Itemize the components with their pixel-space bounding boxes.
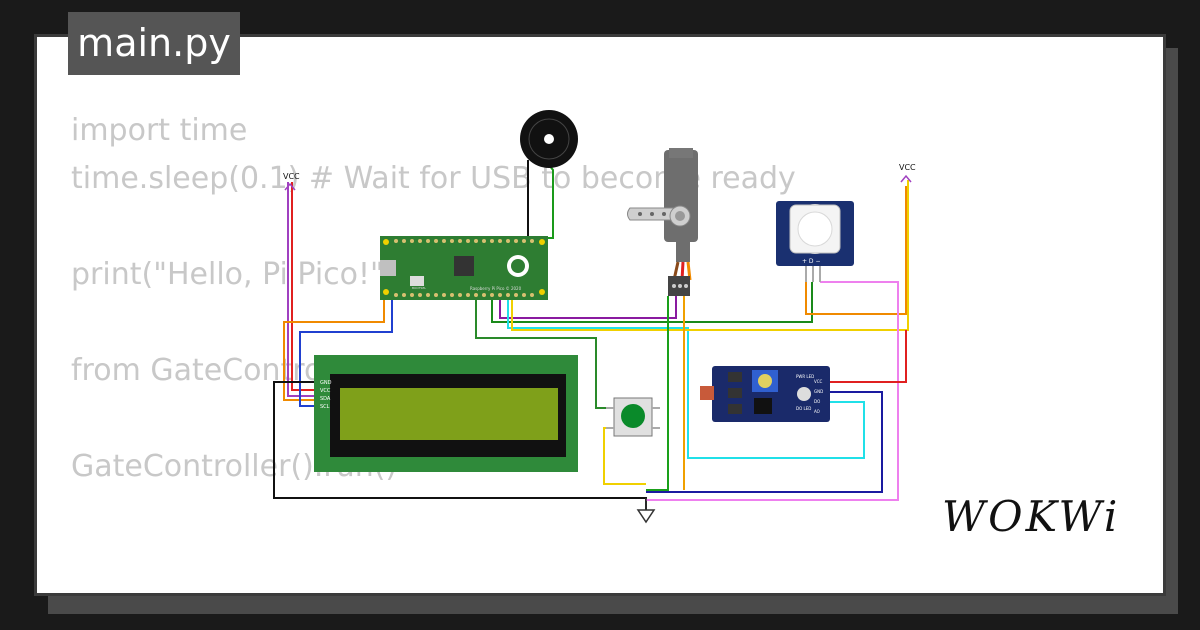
pico-pins-top — [394, 239, 534, 243]
vcc-right-label: VCC — [899, 163, 916, 172]
ground-symbol — [636, 498, 656, 524]
code-line: print("Hello, Pi Pico!") — [71, 257, 396, 292]
wire-buzzer-green — [538, 159, 554, 239]
wire-navy-ldr — [646, 391, 883, 493]
raspberry-pi-pico[interactable]: Raspberry Pi Pico © 2020 BOOTSEL — [380, 236, 548, 300]
push-button[interactable] — [606, 397, 660, 437]
lcd-pin-gnd: GND — [320, 380, 332, 386]
lcd-pin-scl: SCL — [320, 404, 330, 410]
wire-yellow — [511, 180, 909, 331]
buzzer[interactable] — [520, 110, 578, 168]
photoresistor-module[interactable]: PWR LED DO LED VCC GND DO AO — [700, 366, 830, 422]
wokwi-logo: WOKWi — [942, 492, 1121, 541]
ldr-do-led-label: DO LED — [796, 406, 811, 411]
pico-pins-bottom — [394, 293, 534, 297]
wire-red-ldr — [830, 330, 907, 383]
pir-pin-labels: + D − — [802, 258, 821, 265]
pir-sensor[interactable]: + D − — [776, 201, 854, 282]
wire-servo-green — [491, 282, 813, 323]
wire-pink — [646, 281, 899, 501]
ldr-pin-ao: AO — [814, 409, 820, 414]
ldr-pin-do: DO — [814, 399, 820, 404]
code-line: import time — [71, 113, 248, 148]
ldr-pwr-led-label: PWR LED — [796, 374, 814, 379]
lcd-display[interactable]: GND VCC SDA SCL — [314, 355, 578, 472]
wire-orange-sda — [283, 300, 385, 401]
wire-purple-vcc-left — [287, 182, 318, 397]
wire-cyan — [507, 300, 865, 459]
wire-purple-signal — [499, 296, 677, 319]
vcc-left-label: VCC — [283, 172, 300, 181]
pico-board-text: Raspberry Pi Pico © 2020 — [470, 286, 522, 291]
lcd-pin-vcc: VCC — [320, 388, 331, 394]
wire-orange-pir — [805, 186, 907, 315]
wire-green-down — [646, 296, 669, 491]
wire-blue-scl — [299, 300, 393, 407]
servo-motor[interactable] — [627, 148, 699, 296]
ldr-pin-vcc: VCC — [814, 379, 823, 384]
file-tab[interactable]: main.py — [68, 12, 240, 75]
ldr-led-labels: PWR LED DO LED — [796, 374, 814, 411]
lcd-pin-sda: SDA — [320, 396, 331, 402]
ldr-pin-labels: VCC GND DO AO — [814, 379, 823, 414]
bootsel-label: BOOTSEL — [412, 286, 426, 290]
vcc-left-symbol: VCC — [283, 172, 300, 191]
wire-red-vcc-left — [291, 182, 318, 391]
wire-button — [475, 300, 614, 409]
ldr-pin-gnd: GND — [814, 389, 823, 394]
vcc-right-symbol: VCC — [899, 163, 916, 183]
lcd-pin-labels: GND VCC SDA SCL — [320, 380, 332, 410]
